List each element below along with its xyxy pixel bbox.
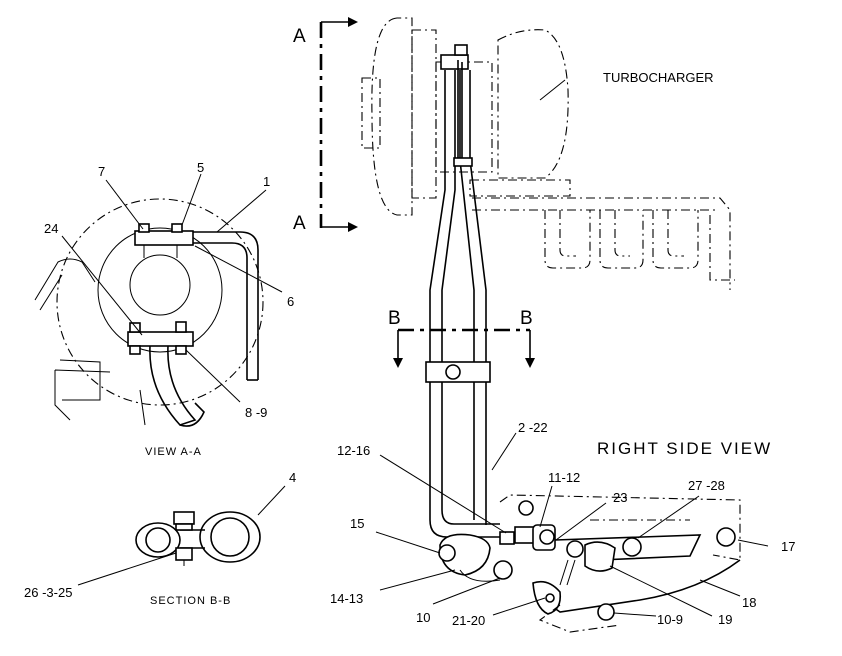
callout-17: 17 — [781, 539, 795, 554]
tube-right-outer — [459, 70, 475, 520]
fitting-bolt-10 — [493, 560, 513, 580]
section-bolt-head — [173, 511, 195, 525]
section-tube-small — [145, 527, 171, 553]
turbocharger-assembly — [361, 17, 735, 290]
callout-10-9: 10-9 — [657, 612, 683, 627]
section-bb-drawing — [135, 511, 261, 566]
clamp-bolt — [445, 364, 461, 380]
callout-2-22: 2 -22 — [518, 420, 548, 435]
top-fitting-bolt — [454, 44, 468, 56]
tube-fitting-top — [518, 500, 534, 516]
turbo-inner-ring — [97, 227, 223, 353]
callout-19: 19 — [718, 612, 732, 627]
callout-24: 24 — [44, 221, 58, 236]
section-line-a — [319, 17, 358, 232]
turbine-housing — [497, 29, 569, 179]
callout-1: 1 — [263, 174, 270, 189]
tube-left-outer — [429, 70, 446, 520]
bolt-27-28 — [622, 537, 642, 557]
solenoid-19 — [584, 541, 616, 572]
callout-14-13: 14-13 — [330, 591, 363, 606]
upper-clamp-plate — [134, 230, 194, 246]
section-tube-large — [210, 517, 250, 557]
callout-5: 5 — [197, 160, 204, 175]
inlet-pipe — [34, 258, 96, 301]
fitting-bolt-15 — [438, 544, 456, 562]
callout-6: 6 — [287, 294, 294, 309]
drain-tube — [149, 345, 197, 426]
bracket-outline — [499, 494, 741, 561]
callout-21-20: 21-20 — [452, 613, 485, 628]
callout-10: 10 — [416, 610, 430, 625]
lower-fitting-assembly — [438, 494, 741, 633]
view-aa-leaders — [61, 173, 283, 403]
lower-clamp-plate — [127, 331, 194, 347]
callout-26-3-25: 26 -3-25 — [24, 585, 72, 600]
callout-8-9: 8 -9 — [245, 405, 267, 420]
callout-12-16: 12-16 — [337, 443, 370, 458]
bracket-18 — [538, 559, 741, 613]
right-view-leaders — [375, 79, 769, 617]
tube-clamp — [425, 361, 491, 383]
callout-27-28: 27 -28 — [688, 478, 725, 493]
callout-18: 18 — [742, 595, 756, 610]
mount-base — [54, 369, 111, 421]
section-mark-a-top: A — [293, 26, 306, 47]
callout-15: 15 — [350, 516, 364, 531]
section-mark-b-right: B — [520, 308, 533, 329]
turbo-bore — [129, 254, 191, 316]
bolt-10-9 — [597, 603, 615, 621]
label-turbocharger: TURBOCHARGER — [603, 70, 714, 85]
compressor-wheel — [371, 17, 413, 216]
callout-11-12: 11-12 — [548, 470, 580, 485]
section-bb-title: SECTION B-B — [150, 595, 231, 607]
connector-12-16 — [499, 531, 515, 545]
section-mark-b-left: B — [388, 308, 401, 329]
view-aa-drawing — [34, 198, 264, 427]
top-flange — [440, 54, 469, 70]
right-side-view-title: RIGHT SIDE VIEW — [597, 439, 772, 458]
oil-tube-1 — [193, 231, 259, 380]
oil-line-pair — [429, 44, 505, 538]
section-mark-a-bottom: A — [293, 213, 306, 234]
bolt-17 — [716, 527, 736, 547]
section-line-b — [393, 328, 535, 368]
turbo-housing-outline — [56, 198, 264, 406]
callout-7: 7 — [98, 164, 105, 179]
valve-23 — [566, 540, 584, 558]
callout-4: 4 — [289, 470, 296, 485]
callout-23: 23 — [613, 490, 627, 505]
view-aa-title: VIEW A-A — [145, 446, 202, 458]
